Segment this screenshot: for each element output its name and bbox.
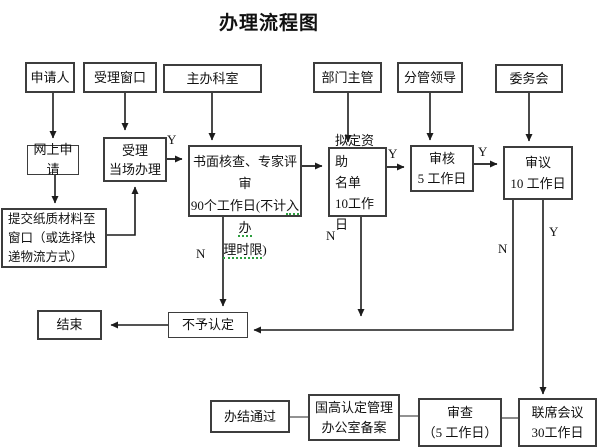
node-applicant: 申请人 xyxy=(25,62,75,93)
review-line2b: 入办 xyxy=(238,198,300,237)
label-n-review-branch: N xyxy=(196,246,206,261)
page-title: 办理流程图 xyxy=(218,13,319,34)
node-not-approved: 不予认定 xyxy=(168,312,248,338)
review-line1: 书面核查、专家评审 xyxy=(192,154,297,191)
arrow-submit-accept xyxy=(107,186,139,236)
node-joint-meeting-30days: 联席会议 30工作日 xyxy=(518,398,597,447)
label-y-audit-branch: Y xyxy=(478,144,488,159)
label-y-draft-branch: Y xyxy=(388,146,398,161)
label-y-deliberate-branch: Y xyxy=(549,224,559,239)
node-online-application: 网上申请 xyxy=(27,142,79,177)
review-line3b: ) xyxy=(262,242,267,257)
node-end: 结束 xyxy=(37,310,102,340)
node-department-supervisor: 部门主管 xyxy=(313,62,382,93)
node-deliberation-10days: 审议 10 工作日 xyxy=(503,146,573,200)
node-examination-5days: 审查 （5 工作日） xyxy=(418,398,502,447)
review-line3a: 理时限 xyxy=(223,242,263,259)
node-draft-funding-list: 拟定资助 名单 10工作日 xyxy=(328,133,387,232)
label-n-deliberate-branch: N xyxy=(498,241,508,256)
node-accept-onsite: 受理 当场办理 xyxy=(103,137,167,182)
node-committee-meeting: 委务会 xyxy=(495,64,563,93)
node-national-office-filing: 国高认定管理 办公室备案 xyxy=(308,394,400,441)
label-n-draft-branch: N xyxy=(326,228,336,243)
node-audit-5days: 审核 5 工作日 xyxy=(410,145,474,192)
review-line2a: 90个工作日(不计 xyxy=(190,198,287,213)
label-y-accept-branch: Y xyxy=(167,132,177,147)
node-host-division: 主办科室 xyxy=(163,64,262,93)
arrow-deliberate-n-notapproved xyxy=(253,200,514,334)
node-leader-in-charge: 分管领导 xyxy=(397,62,463,93)
node-process-completed: 办结通过 xyxy=(210,400,290,433)
node-written-review-expert-eval: 书面核查、专家评审 90个工作日(不计入办 理时限) xyxy=(188,145,302,259)
node-acceptance-window: 受理窗口 xyxy=(83,62,157,93)
node-submit-paper-materials: 提交纸质材料至 窗口（或选择快 递物流方式） xyxy=(1,208,107,268)
